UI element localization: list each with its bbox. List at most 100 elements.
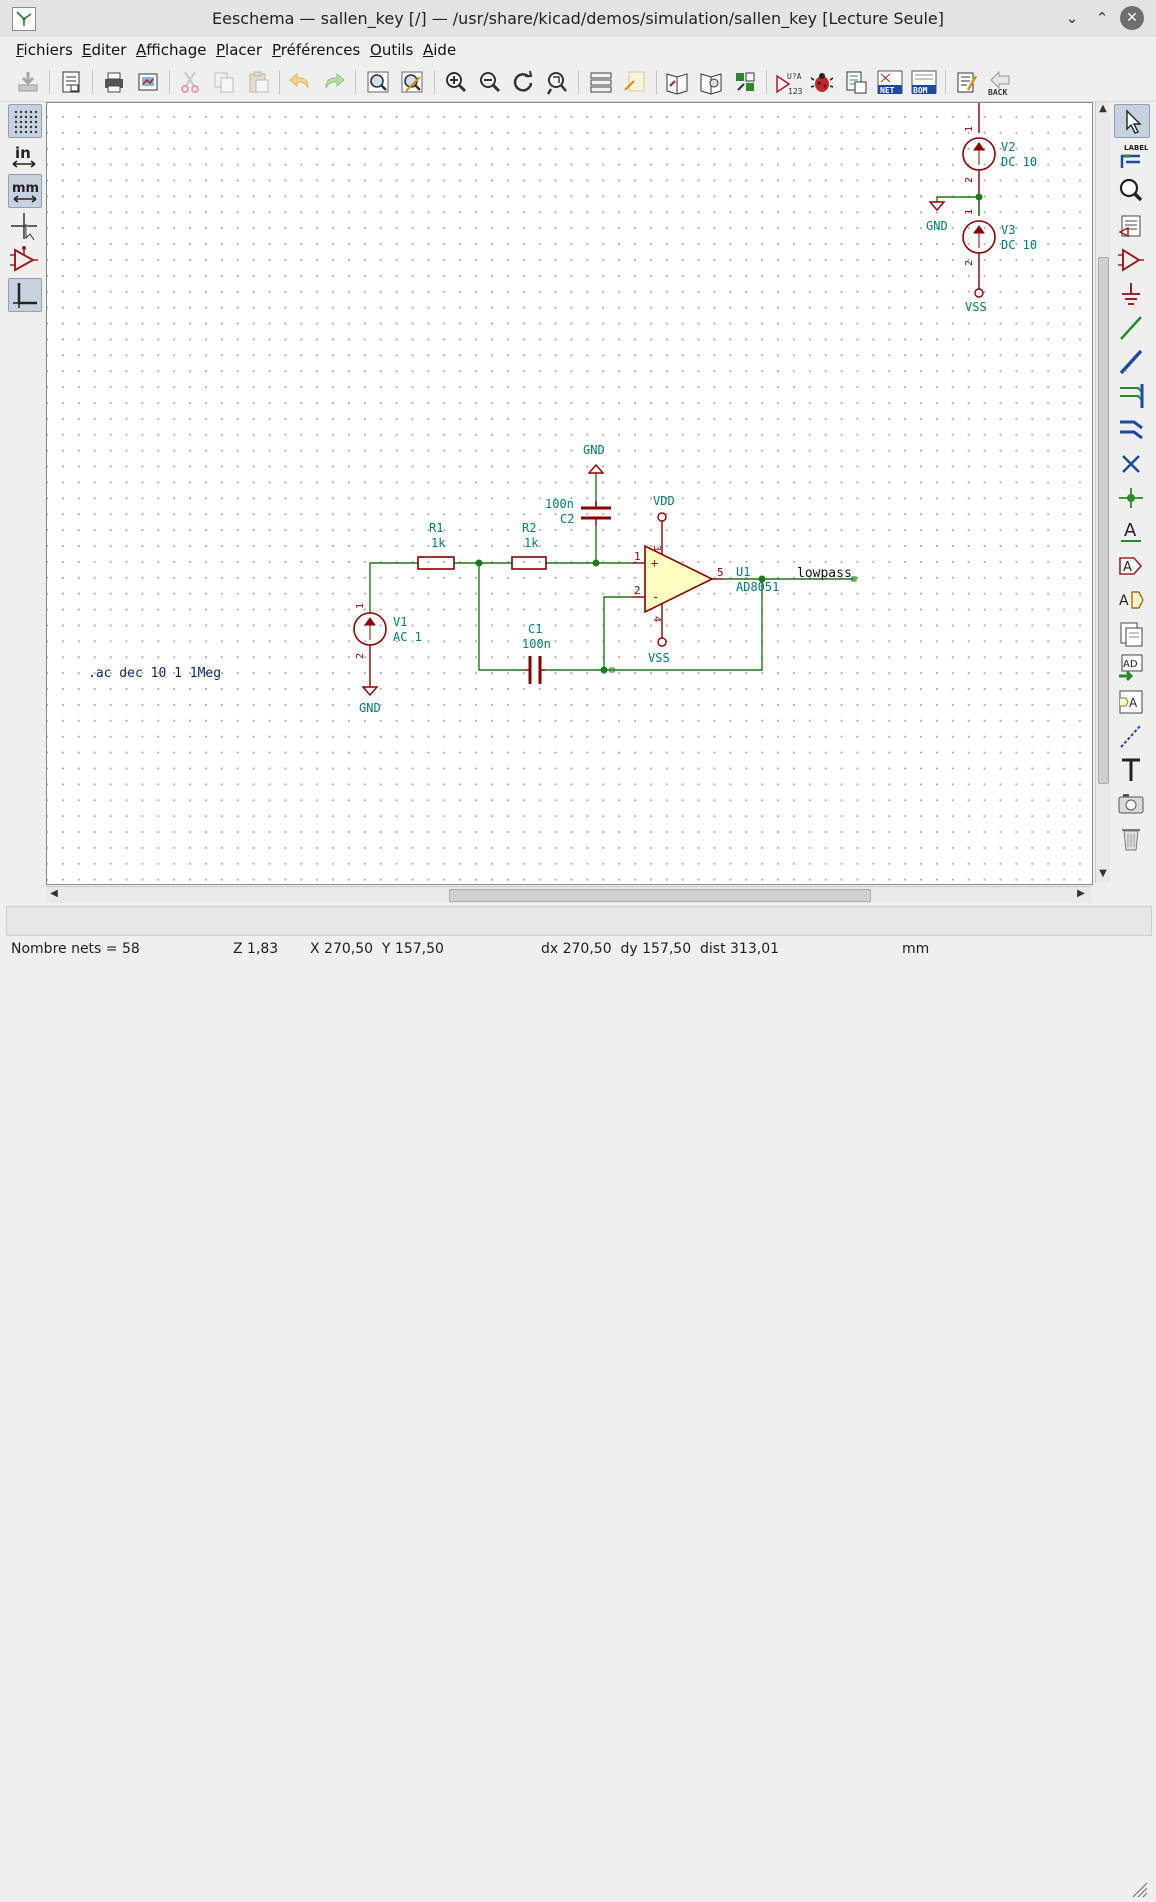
close-button[interactable]: ✕ <box>1120 6 1144 30</box>
resize-grip-icon[interactable] <box>1130 1880 1148 1898</box>
zoom-fit-icon[interactable] <box>543 68 571 96</box>
wire-angle-icon[interactable] <box>8 278 42 312</box>
bus-entry-icon[interactable] <box>1114 414 1148 446</box>
svg-text:2: 2 <box>634 584 641 597</box>
add-wire-icon[interactable] <box>1114 312 1148 344</box>
net-label-icon[interactable]: A <box>1114 516 1148 548</box>
netlist-icon[interactable] <box>842 68 870 96</box>
horizontal-scrollbar[interactable]: ◀ ▶ <box>46 886 1091 903</box>
r2-ref: R2 <box>522 521 536 535</box>
hidden-pins-icon[interactable] <box>8 244 40 276</box>
c1-value: 100n <box>522 637 551 651</box>
u1-value: AD8051 <box>736 580 779 594</box>
redo-icon[interactable] <box>320 68 348 96</box>
graphic-line-icon[interactable] <box>1114 720 1148 752</box>
mm-units-icon[interactable]: mm <box>8 174 42 208</box>
minimize-button[interactable]: ⌄ <box>1060 6 1084 30</box>
copy-icon[interactable] <box>210 68 238 96</box>
print-icon[interactable] <box>100 68 128 96</box>
scroll-right-arrow-icon[interactable]: ▶ <box>1077 888 1085 899</box>
import-sheet-pin-icon[interactable]: AD <box>1114 652 1148 684</box>
find-icon[interactable] <box>364 68 392 96</box>
svg-text:NET: NET <box>880 86 895 95</box>
erc-icon[interactable] <box>808 68 836 96</box>
footprint-editor-icon[interactable] <box>953 68 981 96</box>
find-replace-icon[interactable] <box>398 68 426 96</box>
menu-fichiers[interactable]: Fichiers <box>16 41 73 59</box>
page-settings-icon[interactable] <box>57 68 85 96</box>
svg-text:5: 5 <box>717 566 724 579</box>
u1-opamp[interactable] <box>644 544 714 614</box>
menu-preferences[interactable]: Préférences <box>272 41 361 59</box>
select-arrow-icon[interactable] <box>1114 104 1150 138</box>
hierarchy-navigator-icon[interactable] <box>587 68 615 96</box>
toolbar-separator <box>49 70 50 94</box>
net-label-lowpass[interactable]: lowpass <box>797 566 852 581</box>
add-bus-icon[interactable] <box>1114 346 1148 378</box>
opamp-minus-sign: - <box>652 590 659 604</box>
scroll-left-arrow-icon[interactable]: ◀ <box>50 888 58 899</box>
global-label-icon[interactable]: A <box>1114 550 1148 582</box>
spice-directive-text[interactable]: .ac dec 10 1 1Meg <box>88 666 221 681</box>
save-icon[interactable] <box>14 68 42 96</box>
status-bar: Nombre nets = 58 Z 1,83 X 270,50 Y 157,5… <box>0 937 1156 1898</box>
cut-icon[interactable] <box>176 68 204 96</box>
paste-icon[interactable] <box>244 68 272 96</box>
schematic-canvas[interactable]: V2 DC 10 1 2 GND V3 DC 10 1 2 VSS <box>46 102 1093 885</box>
plot-icon[interactable] <box>134 68 162 96</box>
scroll-up-arrow-icon[interactable]: ▲ <box>1099 103 1107 114</box>
svg-text:mm: mm <box>12 181 39 196</box>
add-power-icon[interactable] <box>1114 244 1148 276</box>
delete-icon[interactable] <box>1114 822 1148 854</box>
svg-text:A: A <box>1123 560 1132 575</box>
bom-icon[interactable]: BOM <box>910 68 938 96</box>
library-editor-icon[interactable] <box>663 68 691 96</box>
generate-netlist-icon[interactable]: NET <box>876 68 904 96</box>
vertical-scrollbar[interactable]: ▲ ▼ <box>1095 102 1110 883</box>
menu-outils[interactable]: Outils <box>370 41 414 59</box>
r2-resistor[interactable] <box>511 556 547 570</box>
highlight-net-icon[interactable]: LABEL <box>1114 140 1148 172</box>
cursor-shape-icon[interactable] <box>8 210 40 242</box>
undo-icon[interactable] <box>286 68 314 96</box>
leave-sheet-icon[interactable] <box>621 68 649 96</box>
zoom-in-icon[interactable] <box>442 68 470 96</box>
r1-resistor[interactable] <box>417 556 455 570</box>
menu-placer[interactable]: Placer <box>216 41 263 59</box>
redraw-icon[interactable] <box>509 68 537 96</box>
text-icon[interactable] <box>1114 754 1148 786</box>
image-icon[interactable] <box>1114 788 1148 820</box>
inspect-icon[interactable] <box>1114 174 1148 206</box>
supply-sources: V2 DC 10 1 2 GND V3 DC 10 1 2 VSS <box>926 103 1037 314</box>
svg-text:4: 4 <box>651 616 662 622</box>
no-connect-icon[interactable] <box>1114 448 1148 480</box>
menu-aide[interactable]: Aide <box>423 41 457 59</box>
grid-toggle-icon[interactable] <box>8 104 42 138</box>
hierarchical-sheet-icon[interactable] <box>1114 618 1148 650</box>
library-browser-icon[interactable] <box>697 68 725 96</box>
menu-editer[interactable]: Editer <box>82 41 127 59</box>
vertical-scroll-thumb[interactable] <box>1098 257 1109 784</box>
c2-capacitor[interactable] <box>577 501 615 527</box>
menu-affichage[interactable]: Affichage <box>136 41 207 59</box>
horizontal-scroll-thumb[interactable] <box>449 889 871 902</box>
c1-capacitor[interactable] <box>523 653 547 687</box>
svg-text:A: A <box>1119 593 1129 609</box>
back-annotate-icon[interactable]: BACK <box>987 68 1015 96</box>
scroll-down-arrow-icon[interactable]: ▼ <box>1099 868 1107 879</box>
close-icon: ✕ <box>1126 10 1138 26</box>
hierarchical-label-icon[interactable]: A <box>1114 584 1148 616</box>
inch-units-icon[interactable]: in <box>8 140 40 172</box>
svg-text:U?A: U?A <box>787 72 802 81</box>
wire-entry-icon[interactable] <box>1114 380 1148 412</box>
footprint-assign-icon[interactable] <box>731 68 759 96</box>
gnd-symbol <box>587 463 605 474</box>
sheet-pin-icon[interactable]: A <box>1114 686 1148 718</box>
zoom-out-icon[interactable] <box>476 68 504 96</box>
add-symbol-icon[interactable] <box>1114 210 1148 242</box>
vdd-label: VDD <box>653 494 675 508</box>
ground-icon[interactable] <box>1114 278 1148 310</box>
maximize-button[interactable]: ⌃ <box>1090 6 1114 30</box>
junction-icon[interactable] <box>1114 482 1148 514</box>
